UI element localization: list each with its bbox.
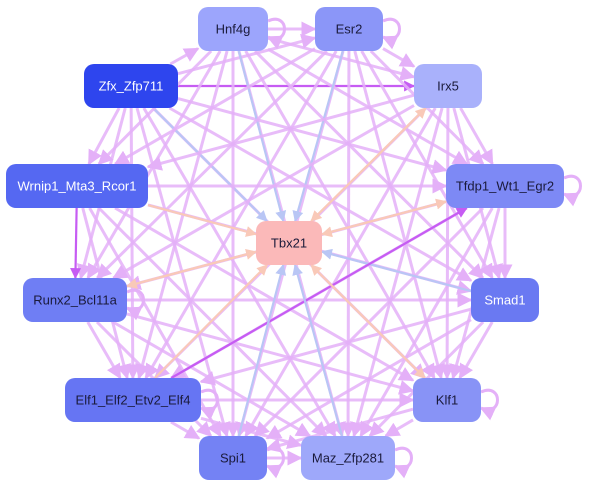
edge-tbx21-to-tfdp1-wt1-egr2 (321, 198, 448, 236)
self-loop-runx2-bcl11a (125, 288, 145, 321)
node-label: Spi1 (220, 451, 246, 466)
node-irx5[interactable]: Irx5 (414, 64, 482, 108)
edge-spi1-to-tbx21 (237, 263, 287, 437)
edge-tbx21-to-klf1 (310, 264, 426, 379)
node-spi1[interactable]: Spi1 (199, 436, 267, 480)
edge-wrnip1-mta3-rcor1-to-maz-zfp281 (97, 206, 328, 438)
edge-smad1-to-klf1 (458, 321, 494, 380)
node-label: Smad1 (484, 293, 525, 308)
edge-esr2-to-irx5 (382, 47, 416, 68)
edge-elf1-elf2-etv2-elf4-to-maz-zfp281 (200, 416, 303, 450)
node-label: Esr2 (336, 22, 363, 37)
self-loop-elf1-elf2-etv2-elf4 (199, 388, 219, 421)
edge-klf1-to-maz-zfp281 (384, 418, 414, 438)
node-label: Tfdp1_Wt1_Egr2 (456, 179, 554, 194)
node-box (65, 378, 201, 422)
self-loop-tfdp1-wt1-egr2 (562, 174, 582, 207)
edge-zfx-zfp711-to-smad1 (168, 106, 473, 282)
node-box (414, 64, 482, 108)
node-label: Irx5 (437, 79, 459, 94)
edge-wrnip1-mta3-rcor1-to-runx2-bcl11a (70, 207, 82, 280)
edge-zfx-zfp711-to-hnf4g (169, 47, 200, 66)
node-box (84, 64, 178, 108)
edge-irx5-to-wrnip1-mta3-rcor1 (146, 93, 415, 171)
node-runx2-bcl11a[interactable]: Runx2_Bcl11a (23, 278, 127, 322)
edge-tbx21-to-irx5 (310, 107, 427, 222)
node-elf1-elf2-etv2-elf4[interactable]: Elf1_Elf2_Etv2_Elf4 (65, 378, 201, 422)
edge-hnf4g-to-klf1 (244, 50, 436, 380)
edge-smad1-to-tbx21 (320, 248, 472, 293)
node-tfdp1-wt1-egr2[interactable]: Tfdp1_Wt1_Egr2 (446, 164, 564, 208)
node-box (198, 7, 268, 51)
node-label: Zfx_Zfp711 (99, 79, 164, 94)
edge-esr2-to-elf1-elf2-etv2-elf4 (144, 50, 338, 380)
node-box (256, 221, 322, 265)
self-loop-spi1 (265, 446, 285, 479)
node-label: Runx2_Bcl11a (33, 293, 117, 308)
node-label: Wrnip1_Mta3_Rcor1 (18, 179, 137, 194)
edge-esr2-to-runx2-bcl11a (96, 49, 328, 280)
edge-zfx-zfp711-to-tfdp1-wt1-egr2 (177, 97, 448, 174)
node-esr2[interactable]: Esr2 (315, 7, 383, 51)
node-smad1[interactable]: Smad1 (471, 278, 539, 322)
node-label: Tbx21 (271, 236, 307, 251)
self-loop-hnf4g (266, 17, 286, 50)
node-hnf4g[interactable]: Hnf4g (198, 7, 268, 51)
node-box (301, 436, 395, 480)
edge-elf1-elf2-etv2-elf4-to-spi1 (170, 420, 201, 440)
self-loops-layer (125, 17, 582, 479)
node-label: Maz_Zfp281 (312, 451, 384, 466)
node-box (471, 278, 539, 322)
node-tbx21[interactable]: Tbx21 (256, 221, 322, 265)
edge-irx5-to-spi1 (244, 107, 437, 438)
node-box (23, 278, 127, 322)
edge-smad1-to-spi1 (265, 318, 472, 440)
node-box (446, 164, 564, 208)
node-wrnip1-mta3-rcor1[interactable]: Wrnip1_Mta3_Rcor1 (6, 164, 148, 208)
edge-zfx-zfp711-to-wrnip1-mta3-rcor1 (87, 107, 121, 166)
edge-smad1-to-elf1-elf2-etv2-elf4 (199, 307, 472, 386)
edge-elf1-elf2-etv2-elf4-to-tbx21 (154, 264, 268, 379)
self-loop-esr2 (381, 17, 401, 50)
edge-runx2-bcl11a-to-klf1 (126, 312, 415, 395)
edge-wrnip1-mta3-rcor1-to-tbx21 (147, 204, 258, 237)
node-box (413, 378, 481, 422)
node-label: Elf1_Elf2_Etv2_Elf4 (76, 393, 191, 408)
edge-irx5-to-runx2-bcl11a (112, 104, 415, 280)
node-maz-zfp281[interactable]: Maz_Zfp281 (301, 436, 395, 480)
node-klf1[interactable]: Klf1 (413, 378, 481, 422)
edge-esr2-to-maz-zfp281 (340, 50, 356, 438)
edge-runx2-bcl11a-to-elf1-elf2-etv2-elf4 (86, 321, 122, 380)
self-loop-klf1 (479, 388, 499, 421)
node-box (199, 436, 267, 480)
node-box (315, 7, 383, 51)
edge-irx5-to-tfdp1-wt1-egr2 (459, 107, 494, 166)
node-label: Hnf4g (216, 22, 251, 37)
edge-esr2-to-wrnip1-mta3-rcor1 (113, 47, 316, 166)
edge-esr2-to-tbx21 (292, 50, 344, 223)
edge-zfx-zfp711-to-maz-zfp281 (142, 107, 337, 438)
edge-elf1-elf2-etv2-elf4-to-tfdp1-wt1-egr2 (170, 207, 468, 379)
edge-wrnip1-mta3-rcor1-to-klf1 (114, 206, 415, 382)
edge-tbx21-to-runx2-bcl11a (125, 250, 257, 289)
node-label: Klf1 (436, 393, 458, 408)
self-loop-maz-zfp281 (393, 446, 413, 479)
node-zfx-zfp711[interactable]: Zfx_Zfp711 (84, 64, 178, 108)
node-box (6, 164, 148, 208)
edge-maz-zfp281-to-tbx21 (292, 263, 344, 437)
